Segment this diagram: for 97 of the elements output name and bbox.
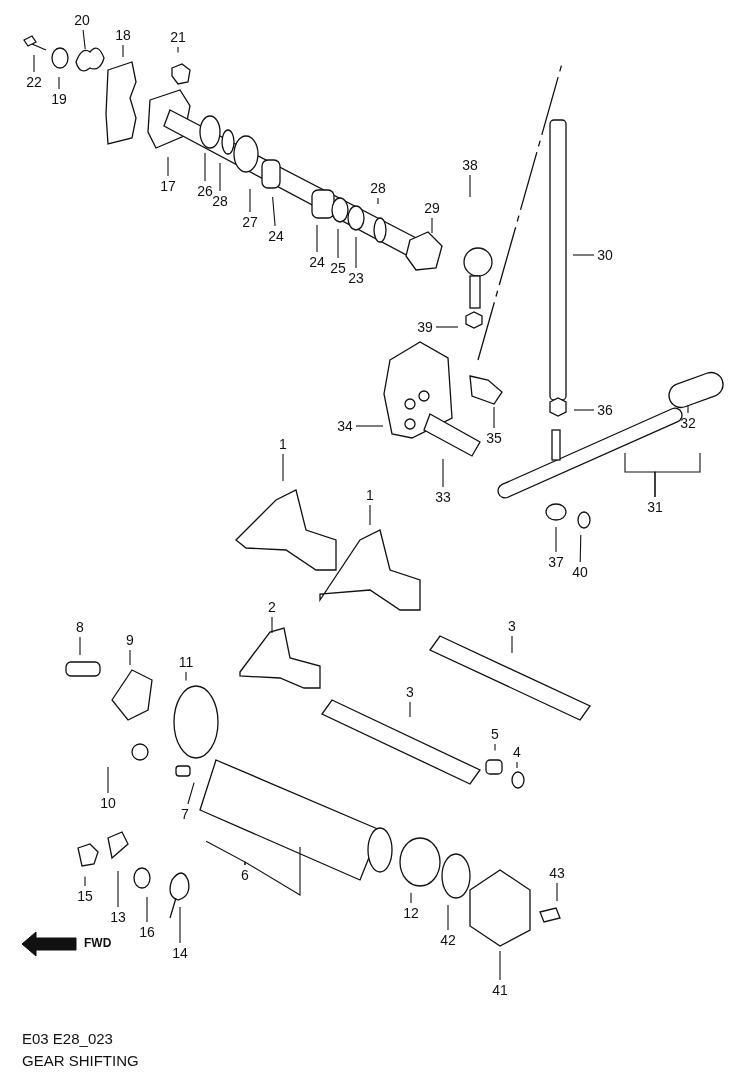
leader-line <box>469 174 471 198</box>
callout-number: 10 <box>100 795 116 811</box>
leader-line <box>516 761 518 769</box>
callout-number: 19 <box>51 91 67 107</box>
leader-line <box>687 404 689 414</box>
leader-line <box>204 152 206 182</box>
leader-line <box>282 453 284 482</box>
callout-number: 33 <box>435 489 451 505</box>
leader-line <box>167 156 169 177</box>
callout-number: 43 <box>549 865 565 881</box>
callout-number: 3 <box>508 618 516 634</box>
callout-number: 39 <box>417 319 433 335</box>
callout-number: 11 <box>178 654 194 670</box>
callout-number: 38 <box>462 157 478 173</box>
callout-number: 14 <box>172 945 188 961</box>
callout-number: 13 <box>110 909 126 925</box>
callout-number: 42 <box>440 932 456 948</box>
callout-number: 23 <box>348 270 364 286</box>
callout-number: 2 <box>268 599 276 615</box>
callout-number: 17 <box>160 178 176 194</box>
leader-line <box>185 671 187 681</box>
callout-number: 12 <box>403 905 419 921</box>
leader-line <box>410 892 412 904</box>
leader-line <box>219 162 221 192</box>
leader-line <box>79 636 81 656</box>
callout-number: 16 <box>139 924 155 940</box>
callout-number: 27 <box>242 214 258 230</box>
callout-number: 21 <box>170 29 186 45</box>
leader-line <box>129 649 131 666</box>
callout-number: 41 <box>492 982 508 998</box>
callout-number: 28 <box>370 180 386 196</box>
callout-number: 40 <box>572 564 588 580</box>
direction-label: FWD <box>84 936 112 950</box>
leader-line <box>493 406 495 429</box>
callout-number: 22 <box>26 74 42 90</box>
catalog-code: E03 E28_023 <box>22 1030 113 1047</box>
leader-line <box>579 534 582 563</box>
leader-line <box>187 782 195 805</box>
callout-number: 26 <box>197 183 213 199</box>
callout-number: 20 <box>74 12 90 28</box>
leader-line <box>377 197 379 205</box>
callout-number: 8 <box>76 619 84 635</box>
callout-number: 4 <box>513 744 521 760</box>
leader-line <box>244 846 301 896</box>
callout-number: 34 <box>337 418 353 434</box>
leader-line <box>555 526 557 553</box>
leader-line <box>369 504 371 526</box>
leader-line <box>654 452 701 498</box>
leader-line <box>442 458 444 488</box>
leader-line <box>249 188 251 213</box>
leader-line <box>82 29 86 50</box>
leader-line <box>337 228 339 259</box>
leader-line <box>122 44 124 58</box>
callout-number: 18 <box>115 27 131 43</box>
callout-number: 35 <box>486 430 502 446</box>
leader-line <box>447 904 449 931</box>
leader-line <box>431 217 433 234</box>
leader-line <box>435 326 459 328</box>
diagram-title: GEAR SHIFTING <box>22 1052 139 1069</box>
callout-number: 1 <box>279 436 287 452</box>
leader-line <box>556 882 558 902</box>
callout-number: 25 <box>330 260 346 276</box>
leader-line <box>177 46 179 53</box>
callout-number: 9 <box>126 632 134 648</box>
leader-line <box>511 635 513 654</box>
leader-line <box>84 875 86 887</box>
callout-number: 24 <box>268 228 284 244</box>
callout-number: 31 <box>647 499 663 515</box>
leader-line <box>499 950 501 981</box>
callout-number: 7 <box>181 806 189 822</box>
callout-number: 30 <box>597 247 613 263</box>
leader-line <box>316 224 318 253</box>
callout-number: 3 <box>406 684 414 700</box>
leader-line <box>355 425 384 427</box>
leader-line <box>107 766 109 794</box>
leader-line <box>117 870 119 908</box>
leader-line <box>33 54 35 73</box>
leader-line <box>494 743 496 752</box>
callout-number: 5 <box>491 726 499 742</box>
leader-line <box>572 254 595 256</box>
leader-line <box>58 76 60 90</box>
callout-number: 28 <box>212 193 228 209</box>
leader-line <box>271 616 273 634</box>
leader-line <box>272 196 276 227</box>
callout-number: 15 <box>77 888 93 904</box>
leader-line <box>179 906 181 944</box>
callout-number: 24 <box>309 254 325 270</box>
callout-number: 36 <box>597 402 613 418</box>
callout-number: 6 <box>241 867 249 883</box>
leader-line <box>409 701 411 718</box>
leader-line <box>355 236 357 269</box>
callout-number: 37 <box>548 554 564 570</box>
leader-line <box>573 409 595 411</box>
callout-number: 1 <box>366 487 374 503</box>
leader-line <box>146 896 148 923</box>
callout-number: 32 <box>680 415 696 431</box>
callout-number: 29 <box>424 200 440 216</box>
